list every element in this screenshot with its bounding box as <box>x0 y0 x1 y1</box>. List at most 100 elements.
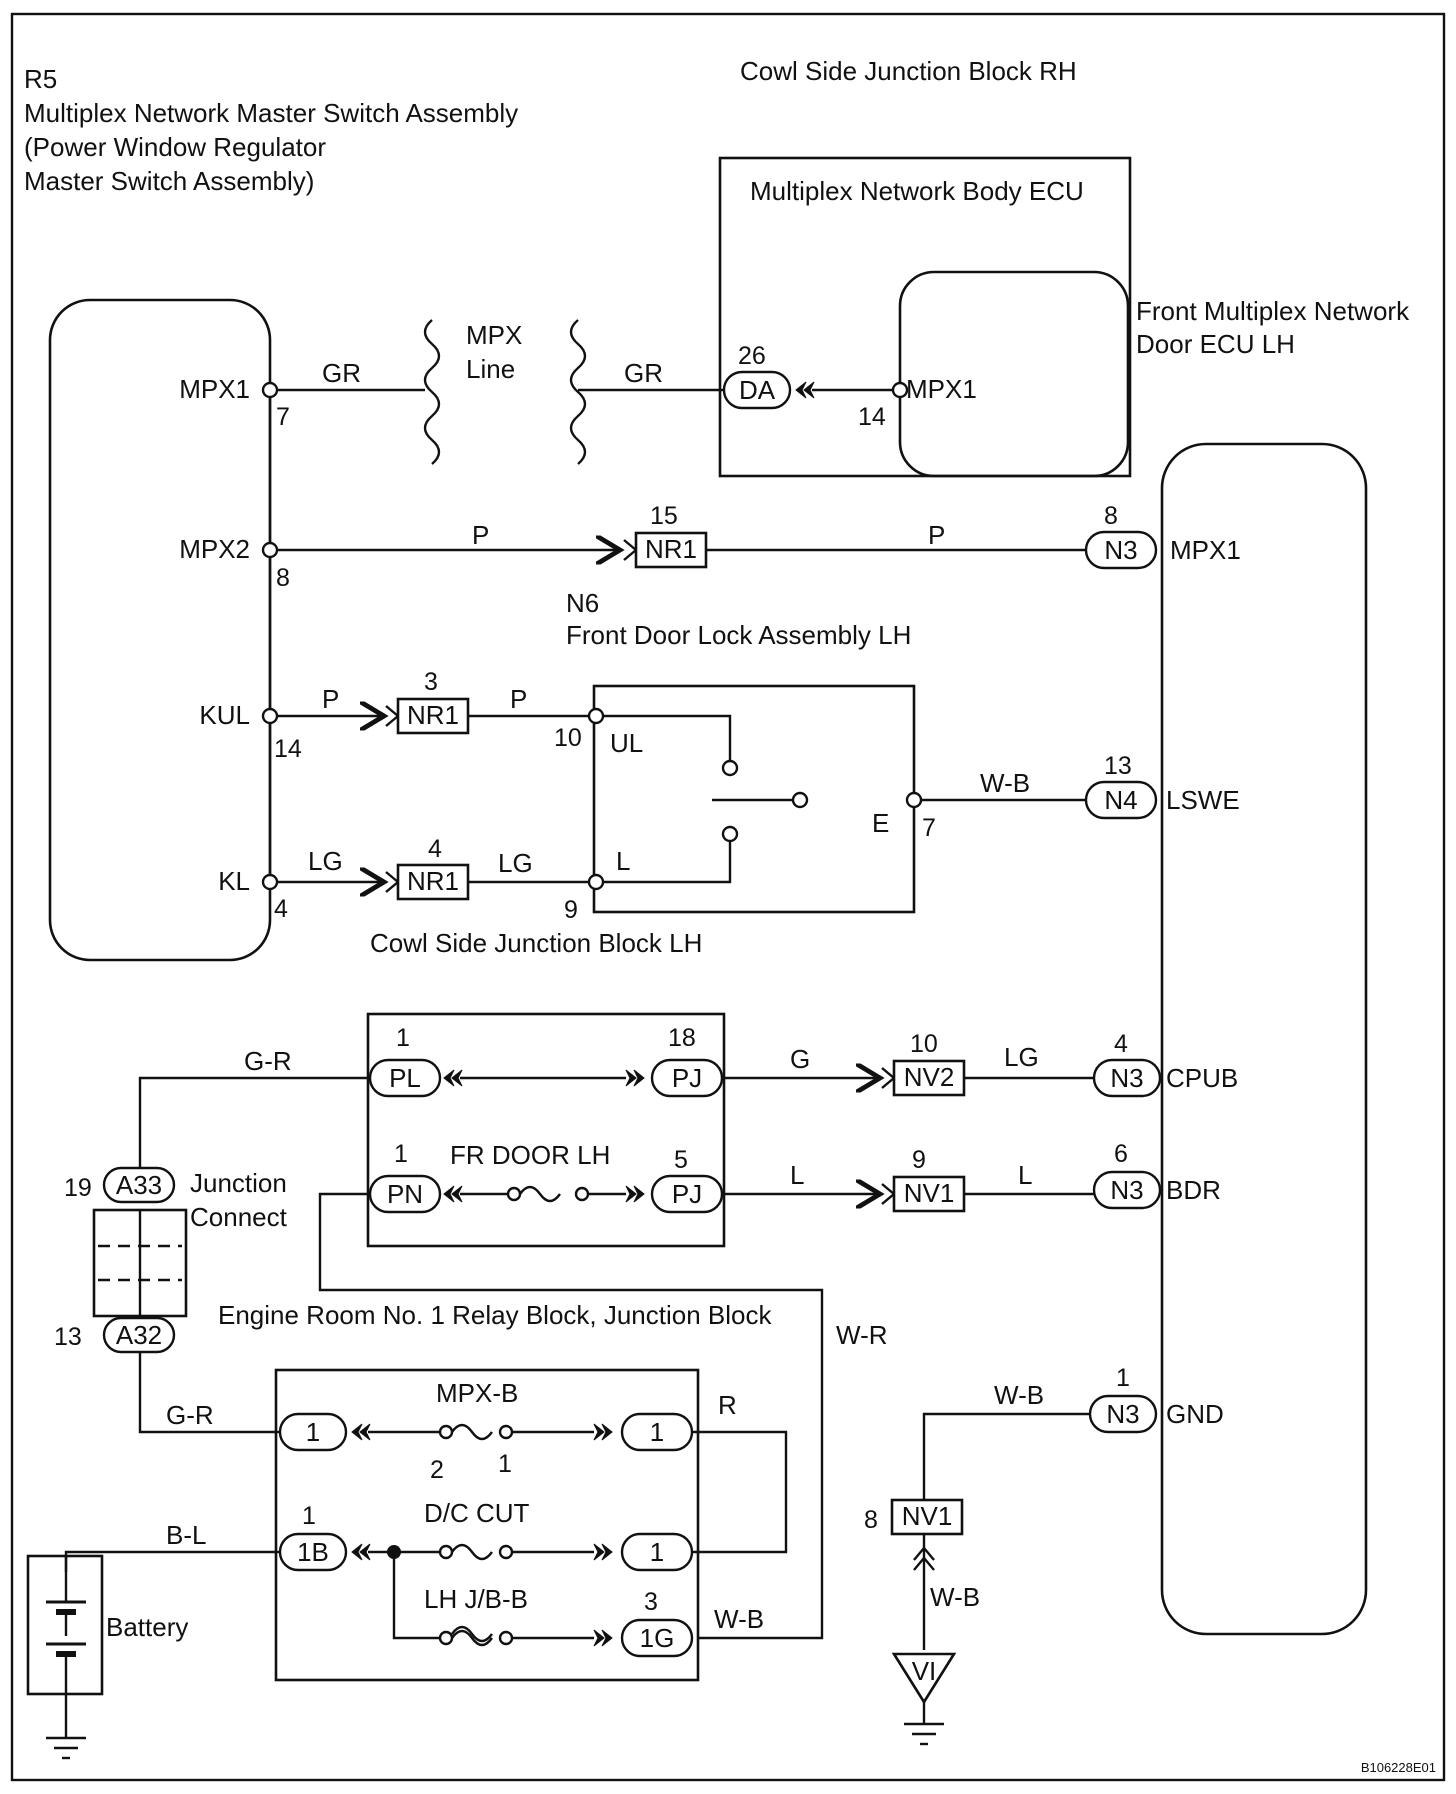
fuse-mpx-b-pin-b: 1 <box>498 1450 512 1478</box>
n6-name: Front Door Lock Assembly LH <box>566 620 911 650</box>
wire-l-bdr-a: L <box>790 1160 804 1190</box>
wire-w-b-ljb: W-B <box>714 1604 764 1634</box>
fuse-mpx-b: MPX-B <box>436 1378 518 1408</box>
break-squiggle-right <box>569 319 587 465</box>
n6-pin-ul-num: 10 <box>554 724 582 752</box>
connector-nr1-3-code: NR1 <box>407 700 459 730</box>
connector-n3-mpx1-code: N3 <box>1104 535 1137 565</box>
connector-n3-mpx1-name: MPX1 <box>1170 535 1241 565</box>
connector-n4-lswe <box>1084 780 1158 820</box>
fuse-fr-door-lh: FR DOOR LH <box>450 1140 610 1170</box>
door-ecu-label-2: Door ECU LH <box>1136 329 1295 359</box>
connector-n3-gnd-pin: 1 <box>1116 1364 1130 1392</box>
connector-n3-cpub <box>1092 1058 1162 1098</box>
r5-pin-mpx1 <box>261 381 279 399</box>
wire-wb-lswe: W-B <box>980 768 1030 798</box>
wire-l-bdr-b: L <box>1018 1160 1032 1190</box>
n6-pin-l-num: 9 <box>564 896 578 924</box>
connector-n3-bdr <box>1092 1170 1162 1210</box>
n6-pin-e-name: E <box>872 808 889 838</box>
connector-n3-cpub-name: CPUB <box>1166 1063 1238 1093</box>
connector-nv2-code: NV2 <box>904 1062 955 1092</box>
engine-room-label: Engine Room No. 1 Relay Block, Junction … <box>218 1300 772 1330</box>
wire-wb-vi: W-B <box>930 1582 980 1612</box>
connector-n3-bdr-pin: 6 <box>1114 1140 1128 1168</box>
connector-nv1-9-code: NV1 <box>904 1178 955 1208</box>
connector-n4-name: LSWE <box>1166 785 1240 815</box>
jb-connector-1b-pin: 1 <box>302 1502 316 1530</box>
mpx-line-label-2: Line <box>466 354 515 384</box>
connector-pj-5-pin: 5 <box>674 1146 688 1174</box>
wire-lg-kl-b: LG <box>498 848 533 878</box>
battery-label: Battery <box>106 1612 188 1642</box>
connector-nv2-pin: 10 <box>910 1030 938 1058</box>
connector-n4-code: N4 <box>1104 785 1137 815</box>
connector-nr1-4-pin: 4 <box>428 835 442 863</box>
connector-pj-18-code: PJ <box>672 1063 702 1093</box>
wire-p-mpx2-b: P <box>928 520 945 550</box>
r5-pin-kl-name: KL <box>218 866 250 896</box>
wire-gr-jc-top: G-R <box>244 1046 292 1076</box>
ground-point-vi <box>891 1652 957 1705</box>
jb-connector-1g <box>620 1618 694 1658</box>
engine-room-jb-box <box>274 1368 700 1682</box>
connector-a32-pin: 13 <box>54 1323 82 1351</box>
jb-connector-1-mid-code: 1 <box>650 1537 664 1567</box>
wire-p-kul-a: P <box>322 684 339 714</box>
fuse-lh-jb-b: LH J/B-B <box>424 1584 528 1614</box>
connector-nr1-15-pin: 15 <box>650 502 678 530</box>
n6-pin-l-name: L <box>616 846 630 876</box>
wire-wb-gnd: W-B <box>994 1380 1044 1410</box>
connector-n4-pin: 13 <box>1104 752 1132 780</box>
fuse-dc-cut: D/C CUT <box>424 1498 530 1528</box>
connector-n3-cpub-code: N3 <box>1110 1063 1143 1093</box>
n6-code: N6 <box>566 588 599 618</box>
ecu-pin-mpx1-num: 14 <box>858 403 886 431</box>
connector-da <box>722 370 792 410</box>
connector-pl-pin: 1 <box>396 1024 410 1052</box>
jb-connector-1-right-code: 1 <box>650 1417 664 1447</box>
connector-nr1-4-code: NR1 <box>407 866 459 896</box>
wire-gr-right: GR <box>624 358 663 388</box>
r5-name-line3: Master Switch Assembly) <box>24 166 314 196</box>
n6-pin-l <box>587 873 605 891</box>
connector-n3-gnd-code: N3 <box>1106 1399 1139 1429</box>
break-squiggle-left <box>423 319 441 465</box>
jb-connector-1-left-code: 1 <box>306 1417 320 1447</box>
r5-name-line2: (Power Window Regulator <box>24 132 326 162</box>
figure-ref-code: B106228E01 <box>1361 1760 1436 1775</box>
wire-p-kul-b: P <box>510 684 527 714</box>
cowl-lh-junction-box <box>366 1012 726 1248</box>
n6-pin-ul <box>587 707 605 725</box>
connector-nv1-9-pin: 9 <box>912 1146 926 1174</box>
connector-a33-pin: 19 <box>64 1174 92 1202</box>
r5-pin-mpx1-name: MPX1 <box>179 374 250 404</box>
wire-w-r: W-R <box>836 1320 888 1350</box>
connector-n3-gnd-name: GND <box>1166 1399 1224 1429</box>
connector-pl-code: PL <box>389 1063 421 1093</box>
r5-pin-kul-name: KUL <box>199 700 250 730</box>
connector-da-code: DA <box>739 375 776 405</box>
connector-pn-pin: 1 <box>394 1140 408 1168</box>
r5-pin-mpx1-num: 7 <box>276 403 290 431</box>
jb-connector-1g-pin: 3 <box>644 1588 658 1616</box>
connector-nv1-8-pin: 8 <box>864 1506 878 1534</box>
r5-code: R5 <box>24 64 57 94</box>
connector-pl <box>368 1058 442 1098</box>
junction-label-1: Junction <box>190 1168 287 1198</box>
r5-pin-kl <box>261 873 279 891</box>
wire-p-mpx2-a: P <box>472 520 489 550</box>
connector-pn-code: PN <box>387 1179 423 1209</box>
connector-nv1-8-code: NV1 <box>902 1501 953 1531</box>
connector-nr1-15-code: NR1 <box>645 534 697 564</box>
jb-connector-1b-code: 1B <box>297 1537 329 1567</box>
door-ecu-inner <box>898 270 1130 478</box>
connector-a33 <box>102 1166 176 1204</box>
connector-a32-code: A32 <box>116 1320 162 1350</box>
connector-nv1-8 <box>890 1498 964 1536</box>
wire-g-cpub: G <box>790 1044 810 1074</box>
mpx-line-label-1: MPX <box>466 320 522 350</box>
ecu-pin-mpx1 <box>891 381 909 399</box>
door-ecu-body-right <box>1160 442 1368 1636</box>
